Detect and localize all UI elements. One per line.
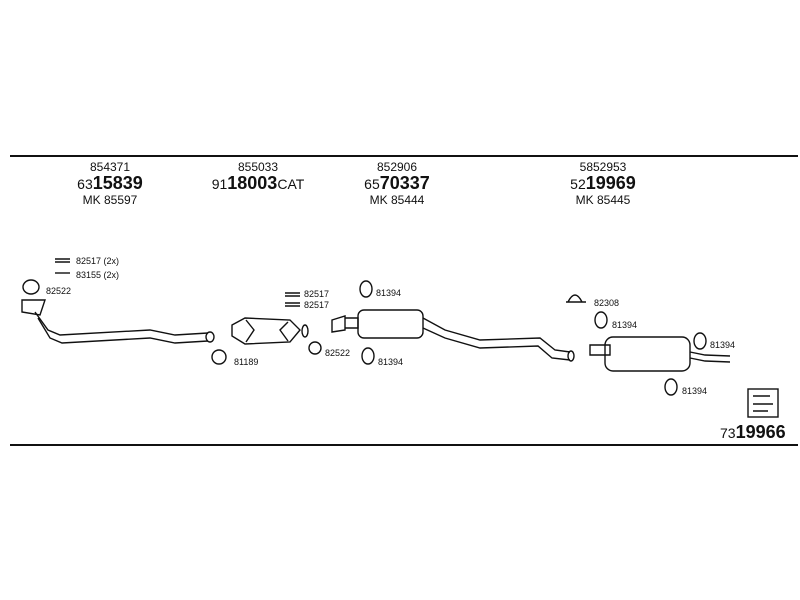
part-number: 6570337	[364, 173, 430, 193]
hanger-icon	[359, 280, 373, 298]
label-cat-ring: 81189	[234, 357, 259, 367]
middle-silencer	[331, 309, 575, 362]
part-group-rear-silencer: 5852953 5219969 MK 85445	[528, 160, 678, 207]
part-ref: 852906	[376, 160, 418, 174]
label-mid-hanger-bottom: 81394	[378, 357, 404, 367]
bottom-rule	[10, 444, 798, 446]
catalytic-converter	[231, 317, 309, 345]
top-rule	[10, 155, 798, 157]
kit-number: 7319966	[720, 422, 786, 442]
gasket-icon	[308, 341, 322, 355]
part-ref: 854371	[89, 160, 131, 174]
label-mid-hanger-top: 81394	[376, 288, 402, 298]
mounting-kit: MK 85597	[82, 193, 138, 207]
part-group-front-pipe: 854371 6315839 MK 85597	[35, 160, 185, 207]
label-rear-hanger-3: 81394	[682, 386, 708, 396]
hanger-icon	[361, 347, 375, 365]
label-rear-hanger-1: 81394	[612, 320, 638, 330]
clamp-icon	[285, 292, 300, 297]
hanger-icon	[693, 332, 707, 350]
label-cat-clamp-2: 82517	[304, 300, 330, 310]
part-group-middle-silencer: 852906 6570337 MK 85444	[322, 160, 472, 207]
label-mid-gasket: 82522	[325, 348, 351, 358]
clamp-icon	[566, 294, 586, 303]
front-pipe	[21, 299, 215, 344]
ring-icon	[211, 349, 227, 365]
gasket-icon	[22, 279, 40, 295]
label-front-bolt: 83155 (2x)	[76, 270, 120, 280]
clamp-icon	[55, 258, 70, 263]
part-group-catalyst: 855033 9118003CAT	[183, 160, 333, 193]
rear-silencer	[589, 336, 731, 372]
part-ref: 5852953	[579, 160, 627, 174]
part-ref: 855033	[237, 160, 279, 174]
part-number: 5219969	[570, 173, 636, 193]
label-front-clamp: 82517 (2x)	[76, 256, 120, 266]
mounting-kit: MK 85445	[575, 193, 631, 207]
part-number: 6315839	[77, 173, 143, 193]
hanger-icon	[664, 378, 678, 396]
clamp-icon	[285, 302, 300, 307]
label-front-gasket: 82522	[46, 286, 72, 296]
part-number: 9118003CAT	[211, 173, 305, 193]
hanger-icon	[594, 311, 608, 329]
label-cat-clamp-1: 82517	[304, 289, 330, 299]
label-rear-hanger-2: 81394	[710, 340, 736, 350]
mounting-kit: MK 85444	[369, 193, 425, 207]
kit-box-icon	[747, 388, 779, 418]
label-rear-clamp: 82308	[594, 298, 620, 308]
